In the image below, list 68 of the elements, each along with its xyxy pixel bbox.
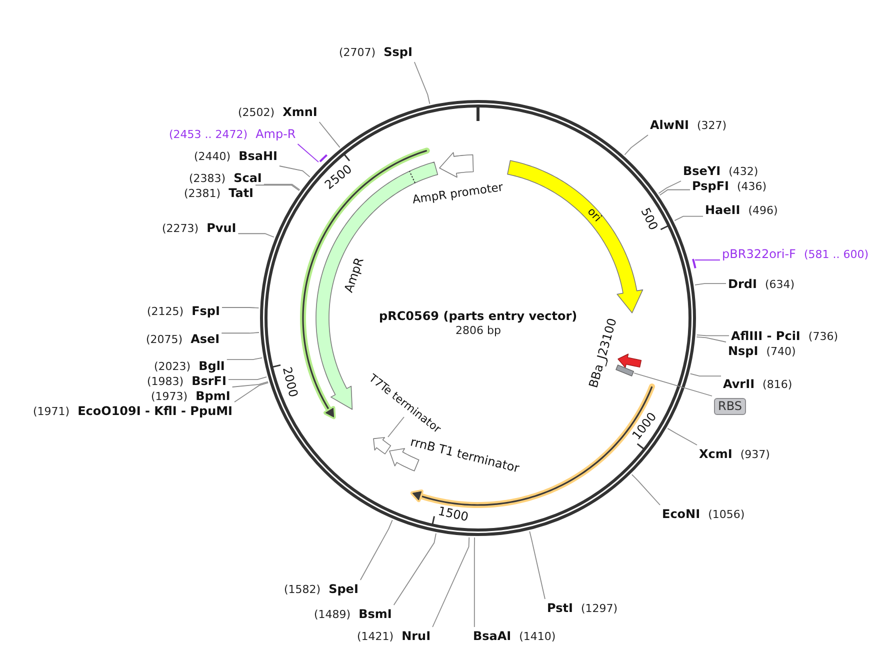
leader-line [634, 372, 712, 396]
leader-line [226, 357, 263, 360]
restriction-site-label: (2440) BsaHI [194, 149, 278, 164]
restriction-site-label: AlwNI (327) [650, 118, 727, 133]
restriction-site-label: (1582) SpeI [284, 582, 358, 597]
leader-line [388, 416, 404, 438]
restriction-site-label: (2273) PvuI [162, 221, 236, 236]
leader-line [228, 376, 268, 380]
restriction-site-label: EcoNI (1056) [662, 507, 745, 522]
feature-label: AmpR promoter [412, 180, 504, 206]
restriction-site-label: (1973) BpmI [151, 389, 230, 404]
leader-line [238, 233, 274, 238]
leader-line [393, 533, 436, 606]
restriction-site-label: AflIII - PciI (736) [731, 329, 838, 344]
feature-label: AmpR [341, 256, 366, 294]
leader-line [696, 334, 730, 336]
leader-line [414, 62, 430, 104]
restriction-site-label: (2383) ScaI [189, 171, 262, 186]
restriction-site-label: XcmI (937) [699, 447, 770, 462]
primer-label: (2453 .. 2472) Amp-R [169, 127, 296, 142]
primer-label: pBR322ori-F (581 .. 600) [722, 247, 868, 262]
restriction-site-label: (2125) FspI [147, 304, 220, 319]
restriction-site-label: (1489) BsmI [314, 607, 392, 622]
restriction-site-label: HaeII (496) [705, 203, 778, 218]
restriction-site-label: (1983) BsrFI [147, 374, 226, 389]
restriction-site-label: (2075) AseI [146, 332, 220, 347]
restriction-site-label: (1971) EcoO109I - KflI - PpuMI [33, 404, 233, 419]
leader-line [667, 428, 698, 446]
leader-line [690, 373, 722, 377]
leader-line [624, 134, 648, 156]
restriction-site-label: AvrII (816) [723, 377, 792, 392]
feature-label: ori [584, 204, 604, 225]
leader-line [474, 537, 475, 628]
leader-line [360, 520, 393, 580]
leader-line [234, 382, 269, 402]
leader-line [674, 216, 704, 221]
restriction-site-label: BsaAI (1410) [473, 629, 556, 644]
restriction-site-label: BseYI (432) [683, 164, 758, 179]
leader-line [432, 536, 470, 628]
tick-label: 500 [638, 206, 660, 232]
leader-line [232, 381, 268, 388]
restriction-site-label: (2381) TatI [184, 186, 254, 201]
leader-line [694, 283, 726, 286]
leader-line [221, 332, 260, 334]
tick-label: 2000 [280, 365, 300, 398]
restriction-site-label: DrdI (634) [728, 277, 795, 292]
leader-line [222, 307, 260, 308]
restriction-site-label: (2707) SspI [339, 45, 412, 60]
leader-line [263, 184, 300, 190]
plasmid-name: pRC0569 (parts entry vector) [379, 309, 578, 323]
tick-label: 1500 [437, 505, 470, 524]
leader-line [696, 336, 726, 342]
leader-line [297, 144, 319, 163]
leader-line [631, 474, 660, 506]
restriction-site-label: PstI (1297) [547, 601, 618, 616]
feature-tag: RBS [714, 398, 746, 415]
restriction-site-label: (2502) XmnI [238, 105, 318, 120]
restriction-site-label: (2023) BglI [154, 359, 225, 374]
restriction-site-label: (1421) NruI [357, 629, 431, 644]
plasmid-size: 2806 bp [456, 324, 501, 338]
restriction-site-label: NspI (740) [728, 344, 796, 359]
leader-line [659, 189, 690, 196]
leader-line [279, 166, 310, 178]
leader-line [658, 180, 682, 194]
restriction-site-label: PspFI (436) [692, 179, 767, 194]
leader-line [318, 122, 340, 148]
leader-line [529, 530, 546, 600]
leader-line [255, 184, 300, 192]
